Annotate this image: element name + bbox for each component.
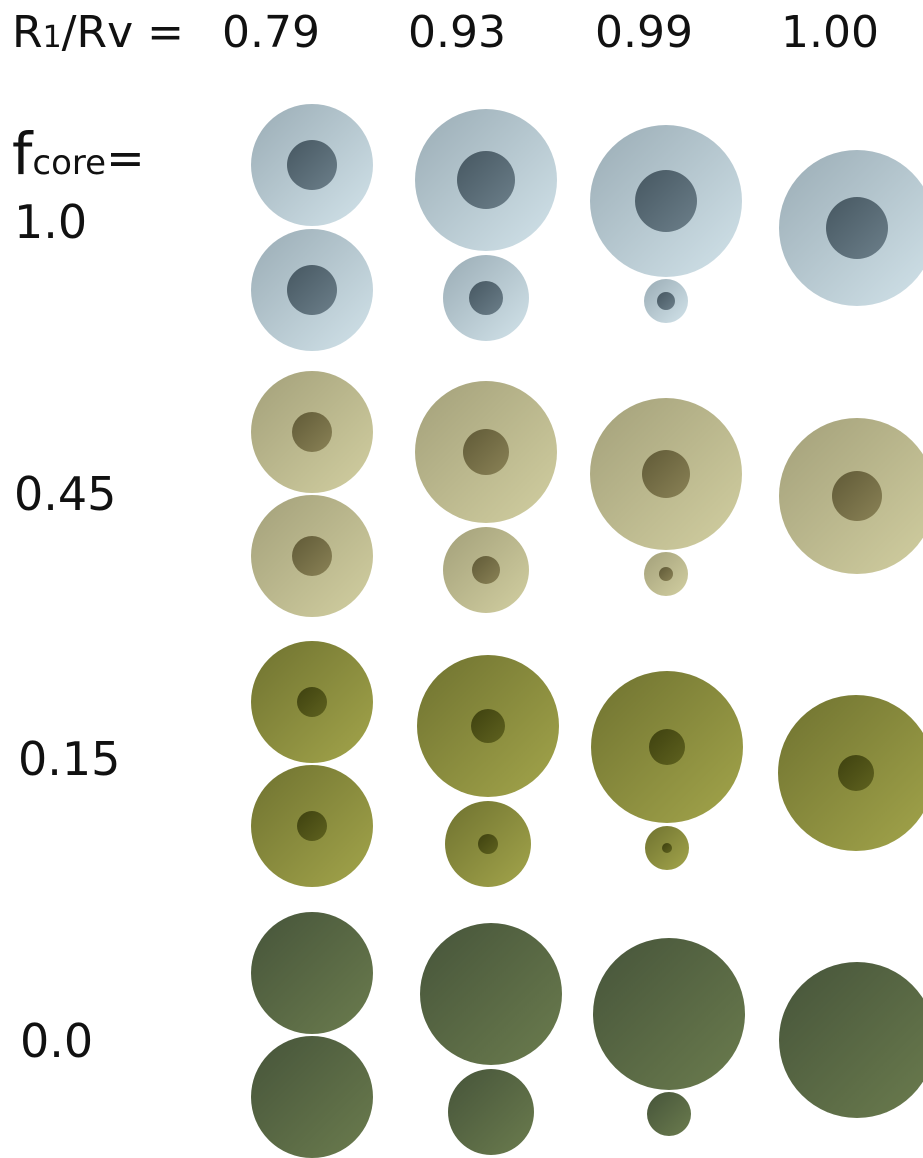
ratio-value-0: 0.79 (222, 7, 320, 58)
droplet-r3-c1-b (448, 1069, 534, 1155)
fcore-value-1: 0.45 (14, 467, 116, 521)
droplet-r2-c0-b (251, 765, 373, 887)
droplet-r3-c2-b (647, 1092, 691, 1136)
droplet-r2-c2-a (591, 671, 743, 823)
ratio-value-2: 0.99 (595, 7, 693, 58)
droplet-r1-c2-a (590, 398, 742, 550)
ratio-value-1: 0.93 (408, 7, 506, 58)
ratio-header-label: R1/Rv = (12, 7, 184, 58)
droplet-r3-c3-a (779, 962, 923, 1118)
fcore-label: fcore= (12, 120, 145, 188)
ratio-value-3: 1.00 (781, 7, 879, 58)
droplet-r1-c1-b (443, 527, 529, 613)
droplet-r0-c1-a (415, 109, 557, 251)
droplet-r2-c0-a (251, 641, 373, 763)
droplet-r1-c0-b (251, 495, 373, 617)
droplet-r0-c2-b (644, 279, 688, 323)
droplet-r1-c2-b (644, 552, 688, 596)
fcore-value-0: 1.0 (14, 195, 87, 249)
droplet-r1-c3-a (779, 418, 923, 574)
droplet-r2-c1-a (417, 655, 559, 797)
droplet-r1-c1-a (415, 381, 557, 523)
droplet-r3-c0-b (251, 1036, 373, 1158)
droplet-r0-c3-a (779, 150, 923, 306)
droplet-r3-c2-a (593, 938, 745, 1090)
droplet-r0-c0-a (251, 104, 373, 226)
droplet-r2-c1-b (445, 801, 531, 887)
droplet-r0-c2-a (590, 125, 742, 277)
fcore-value-2: 0.15 (18, 732, 120, 786)
droplet-r0-c1-b (443, 255, 529, 341)
droplet-grid (251, 104, 923, 1158)
droplet-r2-c2-b (645, 826, 689, 870)
fcore-value-3: 0.0 (20, 1014, 93, 1068)
droplet-r2-c3-a (778, 695, 923, 851)
droplet-r3-c1-a (420, 923, 562, 1065)
droplet-r3-c0-a (251, 912, 373, 1034)
droplet-r0-c0-b (251, 229, 373, 351)
droplet-r1-c0-a (251, 371, 373, 493)
